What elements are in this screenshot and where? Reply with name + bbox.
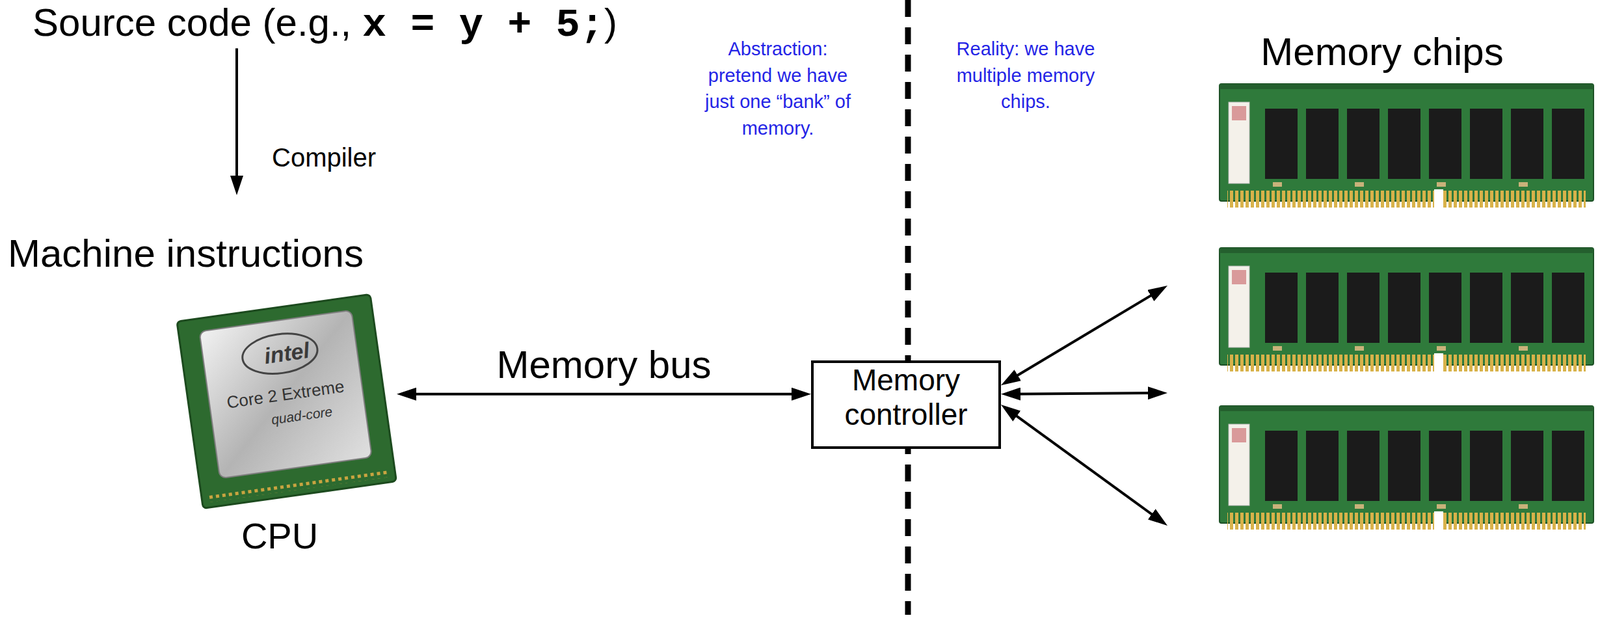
text-part: ) [604,0,618,45]
memory-channel-arrow [1007,392,1161,395]
edge-label: Memory bus [493,341,714,387]
memory-channel-arrow [1006,408,1163,522]
cpu-substrate [176,293,397,508]
memory-chips-group: Memory chips [1167,29,1597,537]
memory-module [1219,83,1594,211]
reality-note: Reality: we have multiple memory chips. [947,35,1104,116]
memory-module [1219,247,1594,375]
node-text: Memory chips [1167,29,1597,75]
memory-bus-arrow [403,392,805,396]
code-text: x = y + 5; [362,1,605,49]
abstraction-note: Abstraction: pretend we have just one “b… [699,35,856,142]
node-text: Machine instructions [7,230,364,276]
edge-label: Compiler [269,142,379,173]
intel-logo-oval [240,329,320,379]
memory-channel-arrow [1006,288,1163,382]
memory-module [1219,405,1594,533]
abstraction-divider [905,0,912,615]
node-text: Memory controller [821,362,991,432]
text-part: Source code (e.g., [32,0,363,45]
memory-controller-box: Memory controller [811,360,1001,449]
node-text: Source code (e.g., x = y + 5;) [32,0,618,49]
machine-instructions-text: Machine instructions [7,195,364,276]
compiler-arrow [235,48,239,189]
cpu-heat-spreader [199,310,372,479]
node-text: CPU [162,515,397,557]
source-code-text: Source code (e.g., x = y + 5;) [32,0,618,49]
